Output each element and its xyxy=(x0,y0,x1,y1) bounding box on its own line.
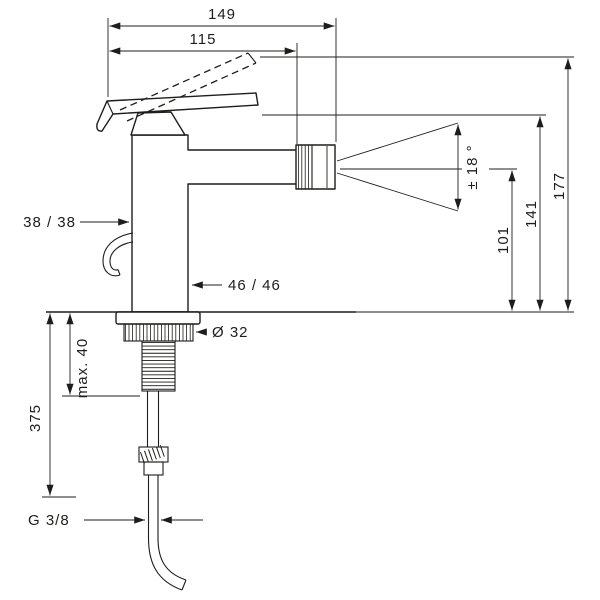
threaded-shank xyxy=(141,340,176,392)
hose-lower-left-edge xyxy=(147,475,183,591)
supply-hose xyxy=(138,391,187,591)
popup-rod-inner xyxy=(109,241,134,271)
mounting-hardware xyxy=(115,311,201,392)
dim-label-hole-diameter: Ø 32 xyxy=(212,324,249,341)
popup-rod-outer xyxy=(102,232,134,277)
spray-head xyxy=(295,144,336,190)
dim-label-max-mounting: max. 40 xyxy=(74,338,91,398)
dim-label-offset-body: 46 / 46 xyxy=(228,277,281,294)
dimension-labels: 149 115 177 141 101 ± 18 ° 38 / 38 46 / … xyxy=(23,6,568,529)
dimension-lines xyxy=(42,18,574,524)
dim-label-offset-front: 38 / 38 xyxy=(23,214,76,231)
dim-label-total-height: 177 xyxy=(551,172,568,200)
faucet-outline xyxy=(46,52,356,591)
hose-lower-right-edge xyxy=(157,475,187,581)
lever-raised-end-cap xyxy=(247,52,257,64)
spray-head-body xyxy=(295,144,336,190)
lever-raised-dashed xyxy=(119,52,257,122)
dim-label-hose-length: 375 xyxy=(27,404,44,432)
dim-label-thread-size: G 3/8 xyxy=(28,512,70,529)
dim-label-reach: 115 xyxy=(190,31,217,48)
dim-label-handle-height: 141 xyxy=(523,200,540,228)
dim-label-spray-angle: ± 18 ° xyxy=(464,144,481,189)
cone-upper-line xyxy=(336,122,459,162)
lever-tip-divider xyxy=(106,100,114,115)
dim-label-outlet-height: 101 xyxy=(495,226,512,254)
escutcheon xyxy=(115,311,201,325)
popup-rod-end xyxy=(117,269,121,276)
lever-base xyxy=(130,111,186,136)
lever-raised-top-edge xyxy=(119,52,249,111)
spray-angle-cone xyxy=(336,122,462,212)
lever-handle xyxy=(96,92,259,132)
hose-end-cap xyxy=(181,579,187,591)
cone-lower-line xyxy=(336,172,459,212)
lever-raised-bottom-edge xyxy=(126,62,257,122)
hose-connector-hatch xyxy=(140,444,167,464)
dim-label-total-width: 149 xyxy=(208,6,236,23)
hose-connector-lower xyxy=(143,461,164,476)
popup-rod xyxy=(102,232,134,277)
